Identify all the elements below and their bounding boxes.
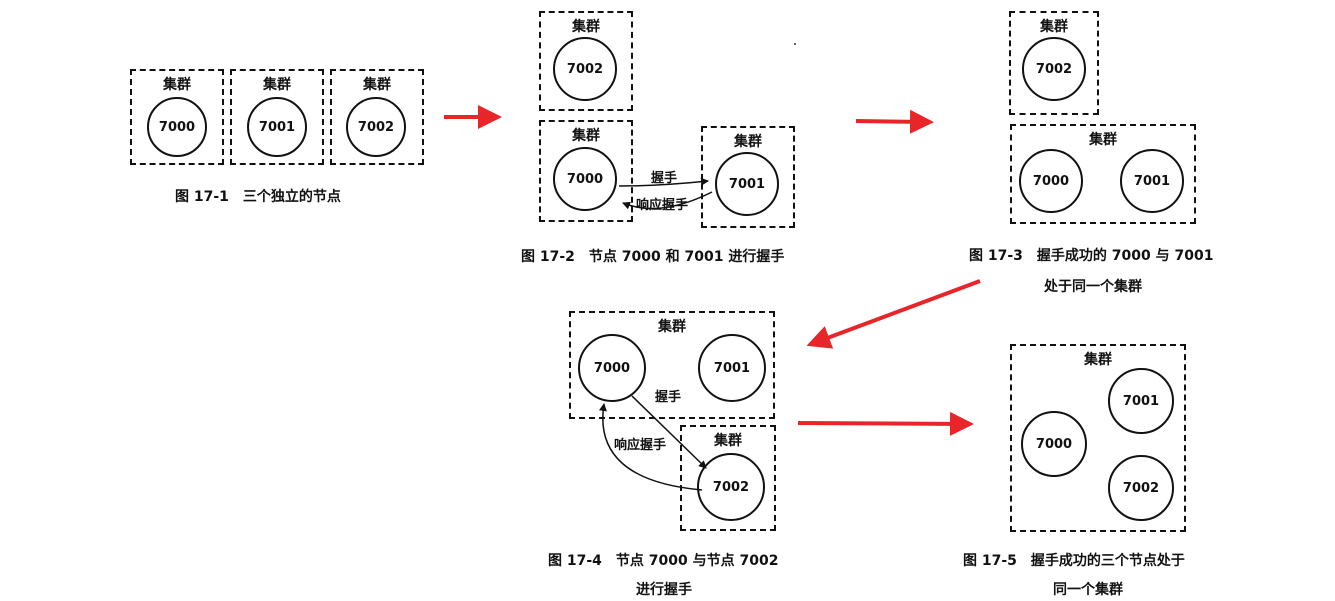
flow-arrow-2-to-3 — [855, 109, 934, 134]
response-label-fig2: 响应握手 — [636, 198, 689, 213]
cluster-box-7000-7001-fig4: 集群 — [569, 311, 775, 419]
handshake-arrow-fig2 — [618, 177, 709, 187]
cluster-box-7000-fig1: 集群 — [130, 69, 224, 165]
node-7000-fig5: 7000 — [1021, 411, 1087, 477]
handshake-label-fig2: 握手 — [651, 171, 678, 186]
handshake-label-fig4: 握手 — [655, 390, 682, 405]
node-7001-fig5: 7001 — [1108, 368, 1174, 434]
node-7002-fig5: 7002 — [1108, 455, 1174, 521]
cluster-label: 集群 — [1040, 19, 1068, 35]
caption-fig-17-3-line1: 图 17-3 握手成功的 7000 与 7001 — [969, 248, 1214, 264]
stray-dot — [794, 43, 796, 45]
caption-fig-17-4-line2: 进行握手 — [636, 582, 692, 598]
cluster-label: 集群 — [163, 77, 191, 93]
cluster-label: 集群 — [658, 319, 686, 335]
cluster-box-7001-fig1: 集群 — [230, 69, 324, 165]
node-7001-fig3: 7001 — [1120, 149, 1184, 213]
node-7002-fig2: 7002 — [553, 37, 617, 101]
node-7002-fig4: 7002 — [697, 453, 765, 521]
cluster-box-7000-7001-fig3: 集群 — [1010, 124, 1196, 224]
node-7001-fig1: 7001 — [247, 97, 307, 157]
response-arrow-fig2 — [622, 191, 713, 210]
node-7002-fig3: 7002 — [1022, 37, 1086, 101]
cluster-label: 集群 — [572, 128, 600, 144]
node-7001-fig2: 7001 — [715, 152, 779, 216]
cluster-box-7002-fig3: 集群 — [1009, 11, 1099, 115]
node-7000-fig2: 7000 — [553, 147, 617, 211]
flow-arrow-3-to-4 — [806, 279, 981, 349]
cluster-box-all-fig5: 集群 — [1010, 344, 1186, 532]
caption-fig-17-5-line2: 同一个集群 — [1053, 582, 1123, 598]
cluster-box-7002-fig1: 集群 — [330, 69, 424, 165]
cluster-box-7000-fig2: 集群 — [539, 120, 633, 222]
node-7001-fig4: 7001 — [698, 334, 766, 402]
cluster-label: 集群 — [1084, 352, 1112, 368]
cluster-label: 集群 — [714, 433, 742, 449]
node-7000-fig4: 7000 — [578, 334, 646, 402]
handshake-arrow-fig4 — [631, 395, 707, 469]
cluster-label: 集群 — [572, 19, 600, 35]
caption-fig-17-2: 图 17-2 节点 7000 和 7001 进行握手 — [521, 249, 785, 265]
response-label-fig4: 响应握手 — [614, 438, 667, 453]
node-7000-fig1: 7000 — [147, 97, 207, 157]
caption-fig-17-5-line1: 图 17-5 握手成功的三个节点处于 — [963, 553, 1185, 569]
response-arrow-fig4 — [598, 403, 703, 491]
cluster-label: 集群 — [734, 134, 762, 150]
cluster-box-7002-fig2: 集群 — [539, 11, 633, 111]
cluster-label: 集群 — [363, 77, 391, 93]
caption-fig-17-1: 图 17-1 三个独立的节点 — [175, 189, 341, 205]
node-7002-fig1: 7002 — [346, 97, 406, 157]
cluster-box-7001-fig2: 集群 — [701, 126, 795, 228]
caption-fig-17-4-line1: 图 17-4 节点 7000 与节点 7002 — [548, 553, 779, 569]
cluster-label: 集群 — [1089, 132, 1117, 148]
cluster-label: 集群 — [263, 77, 291, 93]
caption-fig-17-3-line2: 处于同一个集群 — [1044, 279, 1142, 295]
cluster-box-7002-fig4: 集群 — [680, 425, 776, 531]
node-7000-fig3: 7000 — [1019, 149, 1083, 213]
flow-arrow-4-to-5 — [797, 411, 974, 436]
